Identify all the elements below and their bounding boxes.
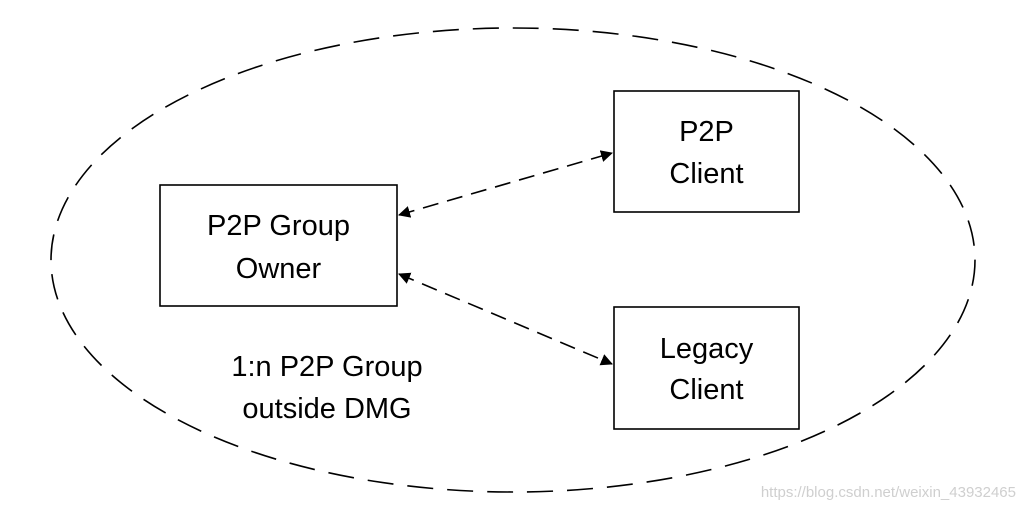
- group-owner-label-line2: Owner: [236, 253, 322, 285]
- group-owner-node: P2P Group Owner: [159, 184, 398, 307]
- legacy-client-node: Legacy Client: [613, 306, 800, 430]
- p2p-client-label-line1: P2P: [679, 116, 734, 148]
- group-owner-box: [159, 184, 398, 307]
- group-boundary-ellipse: [50, 27, 976, 493]
- owner-to-p2p-client-connector: [398, 150, 613, 218]
- legacy-client-label-line2: Client: [669, 374, 743, 406]
- p2p-client-box: [613, 90, 800, 213]
- group-caption-line2: outside DMG: [242, 393, 411, 425]
- legacy-client-label-line1: Legacy: [660, 333, 754, 365]
- watermark-text: https://blog.csdn.net/weixin_43932465: [761, 484, 1016, 501]
- group-owner-label-line1: P2P Group: [207, 210, 350, 242]
- p2p-client-node: P2P Client: [613, 90, 800, 213]
- p2p-client-label-line2: Client: [669, 158, 743, 190]
- legacy-client-box: [613, 306, 800, 430]
- owner-to-legacy-client-connector: [398, 272, 613, 366]
- group-caption-line1: 1:n P2P Group: [231, 351, 422, 383]
